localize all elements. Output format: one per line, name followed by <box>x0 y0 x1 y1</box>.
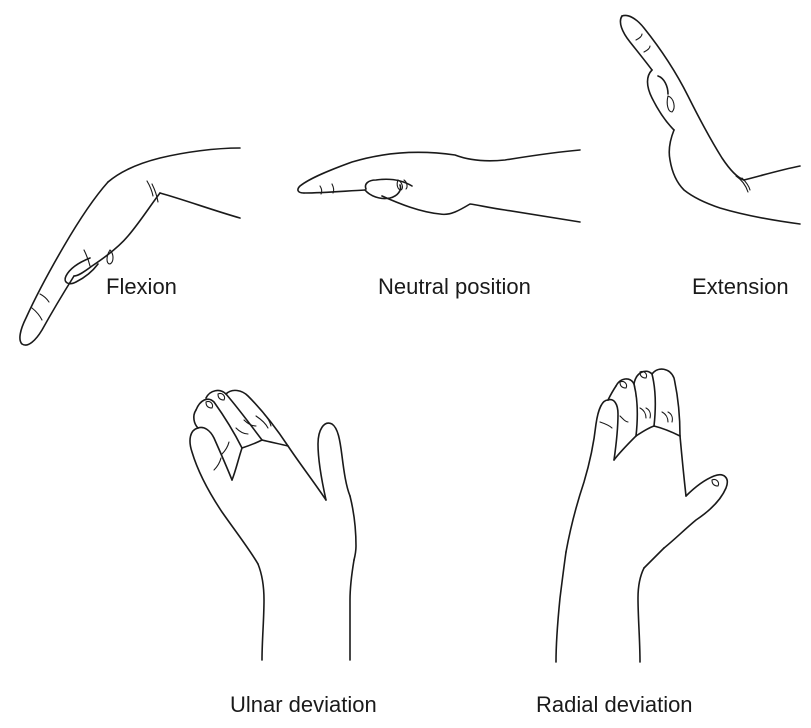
neutral-position-label: Neutral position <box>378 276 531 298</box>
neutral-hand-drawing <box>298 150 580 222</box>
flexion-label: Flexion <box>106 276 177 298</box>
flexion-hand-drawing <box>20 148 240 345</box>
ulnar-deviation-label: Ulnar deviation <box>230 694 377 716</box>
radial-deviation-hand-drawing <box>556 369 727 662</box>
extension-label: Extension <box>692 276 789 298</box>
extension-hand-drawing <box>620 16 800 225</box>
ulnar-deviation-hand-drawing <box>190 390 356 660</box>
radial-deviation-label: Radial deviation <box>536 694 693 716</box>
